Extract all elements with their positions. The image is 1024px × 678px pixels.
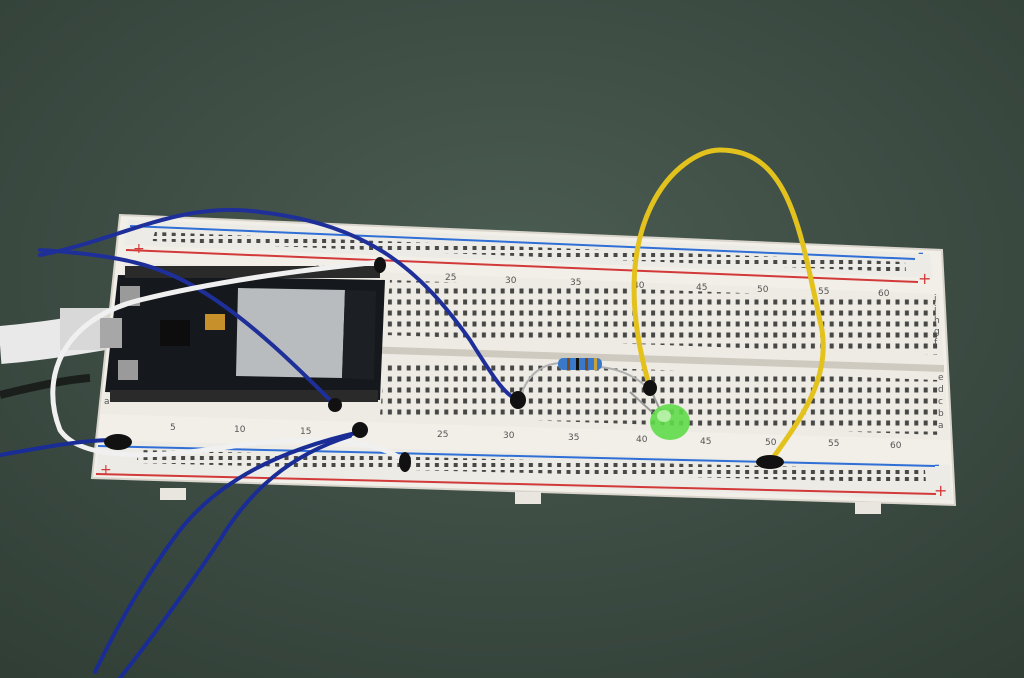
rail-plus-top-right: + xyxy=(918,269,931,288)
col-num: 30 xyxy=(503,431,515,441)
row-letter: a xyxy=(938,421,944,431)
resistor xyxy=(519,358,651,399)
col-num: 25 xyxy=(437,430,448,440)
blue-wire-bottom-1 xyxy=(93,430,362,674)
col-num: 55 xyxy=(828,439,839,449)
column-numbers-bottom: 5 10 15 25 30 35 40 45 50 55 60 xyxy=(170,423,902,451)
esp32-board xyxy=(100,266,385,402)
blue-wire-esp xyxy=(38,248,337,407)
green-led xyxy=(629,387,690,440)
blue-wire-bottom-2 xyxy=(118,434,352,678)
row-letter: b xyxy=(938,409,944,419)
col-num: 45 xyxy=(700,437,711,447)
row-letter: c xyxy=(938,397,943,407)
col-num: 25 xyxy=(445,273,456,283)
row-letter: d xyxy=(938,385,944,395)
col-num: 15 xyxy=(300,427,311,437)
rail-plus-top-left: + xyxy=(133,241,145,257)
wires xyxy=(0,147,826,678)
row-letters-right: f g h i j a b c d e xyxy=(933,294,944,431)
row-letter: j xyxy=(933,294,937,304)
blue-wire-left-lower xyxy=(0,438,117,457)
col-num: 40 xyxy=(636,435,648,445)
col-num: 30 xyxy=(505,276,517,286)
col-num: 35 xyxy=(568,433,579,443)
col-num: 10 xyxy=(234,425,246,435)
col-num: 60 xyxy=(878,289,890,299)
wire-connectors xyxy=(104,257,784,472)
col-num: 5 xyxy=(170,423,176,433)
rail-minus-bottom-right: - xyxy=(934,455,940,474)
col-num: 35 xyxy=(570,278,581,288)
row-letter: e xyxy=(938,373,944,383)
col-num: 50 xyxy=(765,438,777,448)
row-letters-left: a xyxy=(104,397,110,407)
col-num: 50 xyxy=(757,285,769,295)
row-letter: i xyxy=(934,305,937,315)
row-letter: h xyxy=(934,316,940,326)
col-num: 55 xyxy=(818,287,829,297)
col-num: 40 xyxy=(633,281,645,291)
col-num: 60 xyxy=(890,441,902,451)
blue-wire-top xyxy=(38,207,520,402)
rail-minus-top-right: - xyxy=(918,243,924,262)
rail-plus-bottom-right: + xyxy=(934,481,947,500)
row-letter: a xyxy=(104,397,110,407)
row-letter: f xyxy=(934,338,938,348)
col-num: 45 xyxy=(696,283,707,293)
yellow-wire xyxy=(631,147,826,465)
row-letter: g xyxy=(934,327,940,337)
rail-plus-bottom-left: + xyxy=(100,462,112,478)
white-wire xyxy=(50,259,408,465)
